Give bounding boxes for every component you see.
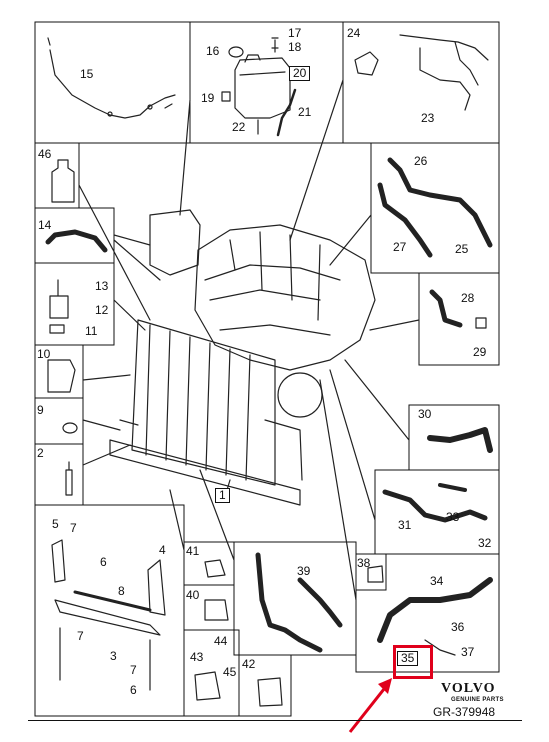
callout-20: 20 xyxy=(289,66,311,81)
panel-14-frame xyxy=(34,207,115,264)
callout-42: 42 xyxy=(242,657,256,671)
callout-38: 38 xyxy=(357,556,371,570)
callout-35: 35 xyxy=(397,651,419,666)
bracket-5 xyxy=(51,539,66,583)
callout-7a: 7 xyxy=(70,521,77,535)
callout-12: 12 xyxy=(95,303,109,317)
callout-22: 22 xyxy=(232,120,246,134)
spark-2 xyxy=(65,461,73,496)
brand-tagline: GENUINE PARTS xyxy=(451,697,504,703)
callout-18: 18 xyxy=(288,40,302,54)
callout-25: 25 xyxy=(455,242,469,256)
hose-25 xyxy=(387,157,493,248)
callout-44: 44 xyxy=(214,634,228,648)
callout-24: 24 xyxy=(347,26,361,40)
clip-40 xyxy=(204,599,229,621)
callout-7b: 7 xyxy=(77,629,84,643)
callout-36: 36 xyxy=(451,620,465,634)
callout-6a: 6 xyxy=(100,555,107,569)
callout-16: 16 xyxy=(206,44,220,58)
bracket-12 xyxy=(49,279,69,334)
part-9 xyxy=(62,422,78,434)
callout-7c: 7 xyxy=(130,663,137,677)
bottom-rule xyxy=(28,720,522,721)
callout-33: 33 xyxy=(446,510,460,524)
clip-24 xyxy=(354,51,379,76)
hose-14 xyxy=(45,229,108,253)
callout-39: 39 xyxy=(297,564,311,578)
callout-2: 2 xyxy=(37,446,44,460)
callout-27: 27 xyxy=(393,240,407,254)
callout-21: 21 xyxy=(298,105,312,119)
hose-30 xyxy=(427,427,493,453)
callout-1: 1 xyxy=(215,488,230,503)
callout-11: 11 xyxy=(85,324,98,338)
panel-16-22-frame xyxy=(189,21,344,144)
callout-37: 37 xyxy=(461,645,475,659)
callout-8: 8 xyxy=(118,584,125,598)
hose-39 xyxy=(255,552,343,653)
highlight-box xyxy=(393,645,433,679)
engine-assembly xyxy=(149,209,376,418)
callout-5: 5 xyxy=(52,517,59,531)
part-10 xyxy=(47,359,76,393)
clip-41 xyxy=(204,559,226,578)
expansion-tank xyxy=(234,57,291,119)
pipe-23 xyxy=(399,34,489,111)
callout-43: 43 xyxy=(190,650,204,664)
callout-3: 3 xyxy=(110,649,117,663)
callout-4: 4 xyxy=(159,543,166,557)
callout-46: 46 xyxy=(38,147,52,161)
highlight-arrow-icon xyxy=(348,678,392,733)
panel-28-29-frame xyxy=(418,272,500,366)
callout-28: 28 xyxy=(461,291,475,305)
callout-10: 10 xyxy=(37,347,51,361)
callout-29: 29 xyxy=(473,345,487,359)
hose-34 xyxy=(377,577,493,643)
callout-31: 31 xyxy=(398,518,412,532)
reservoir xyxy=(149,209,201,276)
volvo-logo: VOLVO xyxy=(441,681,496,696)
callout-19: 19 xyxy=(201,91,215,105)
hose-27 xyxy=(377,182,433,258)
panel-15-frame xyxy=(34,21,191,144)
callout-6b: 6 xyxy=(130,683,137,697)
strip-3 xyxy=(54,599,161,636)
callout-41: 41 xyxy=(186,544,200,558)
leader-left xyxy=(78,184,161,466)
callout-13: 13 xyxy=(95,279,109,293)
callout-14: 14 xyxy=(38,218,52,232)
clip-42 xyxy=(257,677,283,707)
seal-8 xyxy=(73,590,152,612)
hose-28 xyxy=(429,289,463,328)
callout-26: 26 xyxy=(414,154,428,168)
pipe-15 xyxy=(49,49,176,119)
leader-right xyxy=(169,79,420,601)
callout-34: 34 xyxy=(430,574,444,588)
bracket-4 xyxy=(147,559,166,616)
radiator xyxy=(109,319,303,506)
reference-number: GR-379948 xyxy=(433,705,496,719)
clamp-29 xyxy=(475,317,487,329)
callout-40: 40 xyxy=(186,588,200,602)
clip-43 xyxy=(194,671,221,701)
callout-23: 23 xyxy=(421,111,435,125)
callout-15: 15 xyxy=(80,67,94,81)
hose-21 xyxy=(276,88,297,137)
callout-17: 17 xyxy=(288,26,302,40)
panel-34-37-frame xyxy=(355,553,500,673)
callout-9: 9 xyxy=(37,403,44,417)
hose-31 xyxy=(382,489,488,523)
callout-30: 30 xyxy=(418,407,432,421)
callout-45: 45 xyxy=(223,665,237,679)
panel-3-8-frame xyxy=(34,504,185,717)
coolant-bottle xyxy=(51,159,75,203)
callout-32: 32 xyxy=(478,536,492,550)
clip-38 xyxy=(367,565,384,583)
